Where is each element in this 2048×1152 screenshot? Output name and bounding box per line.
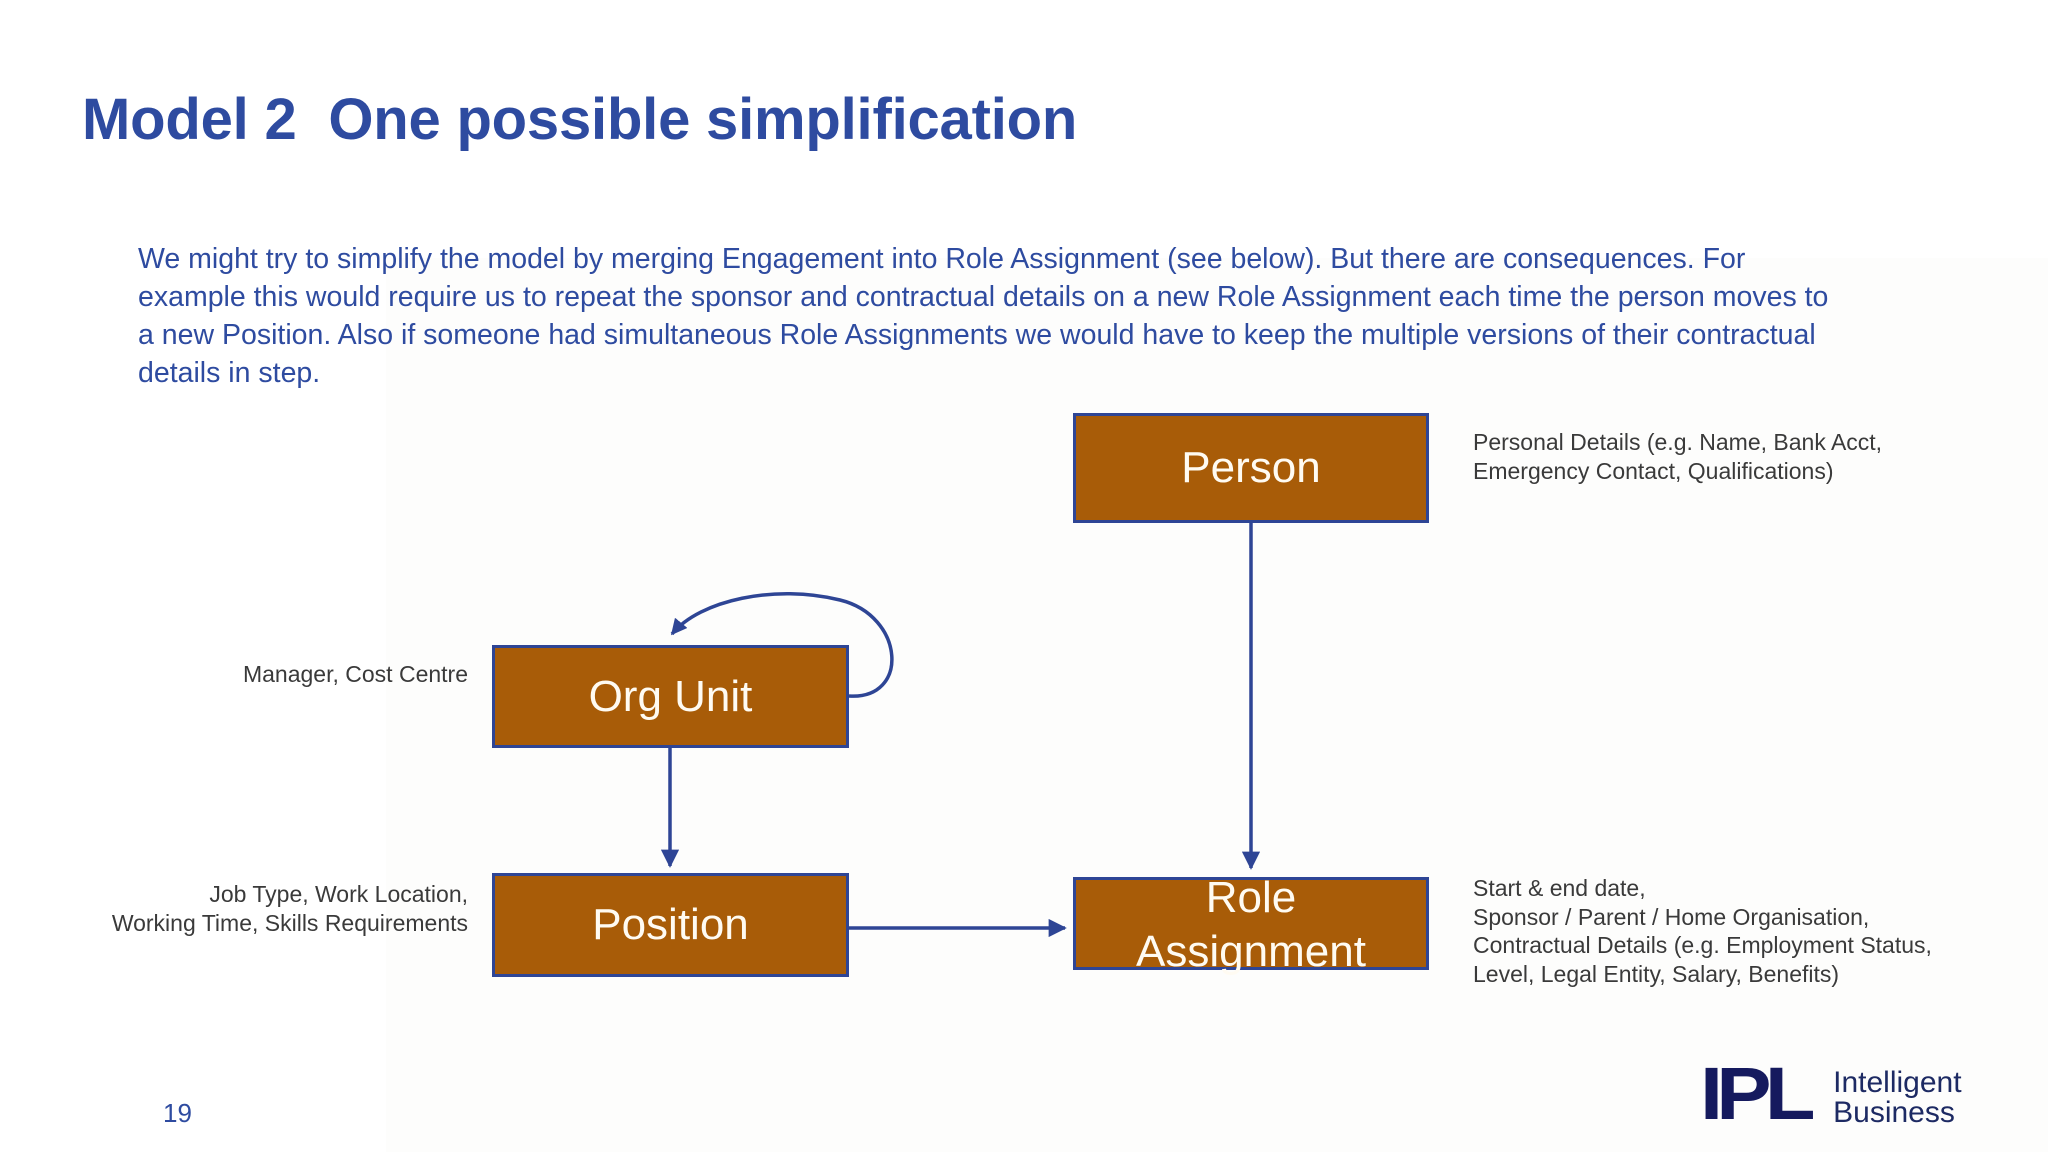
body-paragraph-text: We might try to simplify the model by me… — [138, 243, 1829, 389]
page-title: Model 2 One possible simplification — [82, 87, 1078, 152]
annotation-person: Personal Details (e.g. Name, Bank Acct, … — [1473, 429, 1883, 484]
ipl-logo-tagline: Intelligent Business — [1833, 1066, 1962, 1129]
annotation-position: Job Type, Work Location, Working Time, S… — [111, 881, 468, 936]
ipl-logo: IPL Intelligent Business — [1700, 1056, 2048, 1132]
entity-box-person[interactable]: Person — [1073, 413, 1429, 523]
entity-label-org-unit: Org Unit — [588, 671, 753, 721]
entity-box-position[interactable]: Position — [492, 873, 849, 977]
body-paragraph: We might try to simplify the model by me… — [138, 240, 1838, 392]
entity-box-role-assignment[interactable]: Role Assignment — [1073, 873, 1429, 976]
entity-box-org-unit[interactable]: Org Unit — [492, 645, 849, 748]
annotation-role-assignment: Start & end date, Sponsor / Parent / Hom… — [1473, 875, 1932, 987]
entity-label-role-assignment: Role Assignment — [1136, 872, 1366, 976]
entity-label-position: Position — [592, 900, 749, 949]
page-number: 19 — [163, 1098, 192, 1128]
entity-label-person: Person — [1181, 443, 1321, 492]
ipl-logo-mark: IPL — [1700, 1052, 1816, 1135]
annotation-org-unit: Manager, Cost Centre — [242, 661, 468, 687]
